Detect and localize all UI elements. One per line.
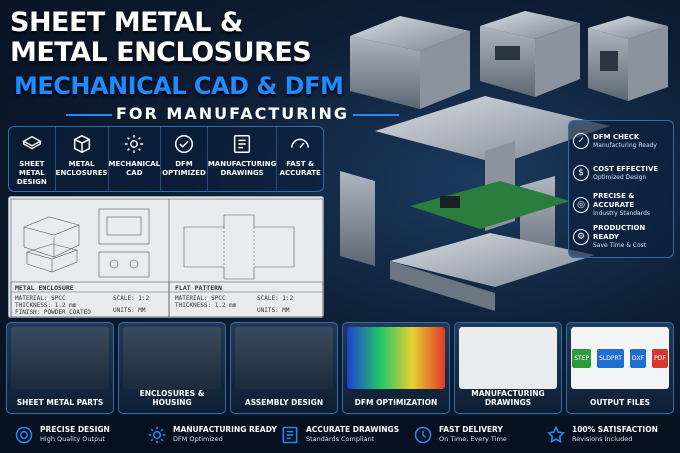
left-thickness: THICKNESS: 1.2 mm [15, 302, 77, 309]
headline-line-1: SHEET METAL & [10, 7, 243, 38]
card-output-files: STEP SLDPRT DXF PDF OUTPUT FILES [566, 322, 674, 414]
target-icon: ◎ [573, 197, 589, 213]
star-icon [547, 425, 565, 443]
gear-icon [125, 134, 144, 154]
left-scale: SCALE: 1:2 [113, 295, 150, 302]
sheet-metal-parts-image [11, 327, 109, 389]
check-circle-icon [175, 135, 193, 153]
pdf-file-icon: PDF [652, 348, 668, 368]
enclosures-housing-image [123, 327, 221, 389]
service-mechanical-cad: MECHANICAL CAD [109, 127, 162, 191]
dxf-file-icon: DXF [629, 348, 647, 368]
drawing-icon [234, 135, 251, 153]
service-cards: SHEET METAL PARTS ENCLOSURES & HOUSING A… [6, 322, 674, 414]
exploded-enclosure-render [340, 96, 610, 311]
technical-drawing-sheet: METAL ENCLOSURE MATERIAL: SPCC THICKNESS… [8, 196, 324, 318]
tagline: FOR MANUFACTURING [62, 104, 403, 123]
check-icon: ✓ [573, 133, 589, 149]
perforated-enclosure-render [350, 16, 470, 109]
right-scale: SCALE: 1:2 [257, 295, 294, 302]
dollar-icon: $ [573, 165, 589, 181]
left-material: MATERIAL: SPCC [15, 295, 66, 302]
left-drawing-title: METAL ENCLOSURE [15, 284, 74, 292]
manufacturing-drawings-image [459, 327, 557, 389]
drawing-icon [282, 426, 298, 443]
card-sheet-metal-parts: SHEET METAL PARTS [6, 322, 114, 414]
headline: SHEET METAL & METAL ENCLOSURES [10, 7, 312, 68]
vented-enclosure-render [480, 11, 580, 97]
clock-icon [414, 426, 432, 443]
dfm-heatmap-image [347, 327, 445, 389]
services-bar: SHEET METAL DESIGN METAL ENCLOSURES MECH… [8, 126, 324, 192]
card-enclosures-housing: ENCLOSURES & HOUSING [118, 322, 226, 414]
sldprt-file-icon: SLDPRT [597, 348, 624, 368]
right-units: UNITS: MM [257, 307, 290, 314]
card-dfm-optimization: DFM OPTIMIZATION [342, 322, 450, 414]
service-sheet-metal: SHEET METAL DESIGN [9, 127, 56, 191]
left-finish: FINISH: POWDER COATED [15, 309, 91, 316]
gear-icon: ⚙ [573, 229, 589, 245]
service-drawings: MANUFACTURING DRAWINGS [208, 127, 278, 191]
enclosure-renders [340, 11, 668, 311]
open-frame-enclosure-render [588, 16, 668, 101]
subheadline: MECHANICAL CAD & DFM [14, 72, 344, 100]
right-drawing-title: FLAT PATTERN [175, 284, 222, 292]
step-file-icon: STEP [572, 348, 592, 368]
enclosure-cube-icon [73, 134, 90, 154]
target-icon [15, 426, 33, 443]
speedometer-icon [291, 138, 310, 149]
service-enclosures: METAL ENCLOSURES [56, 127, 109, 191]
assembly-design-image [235, 327, 333, 389]
card-manufacturing-drawings: MANUFACTURING DRAWINGS [454, 322, 562, 414]
right-material: MATERIAL: SPCC [175, 295, 226, 302]
headline-line-2: METAL ENCLOSURES [10, 37, 312, 68]
output-files-image: STEP SLDPRT DXF PDF [571, 327, 669, 389]
sheet-metal-icon [22, 135, 42, 150]
card-assembly-design: ASSEMBLY DESIGN [230, 322, 338, 414]
left-units: UNITS: MM [113, 307, 146, 314]
service-fast: FAST & ACCURATE [277, 127, 323, 191]
drawing-linework [10, 198, 324, 318]
service-dfm: DFM OPTIMIZED [161, 127, 208, 191]
right-thickness: THICKNESS: 1.2 mm [175, 302, 237, 309]
gear-icon [148, 426, 166, 443]
